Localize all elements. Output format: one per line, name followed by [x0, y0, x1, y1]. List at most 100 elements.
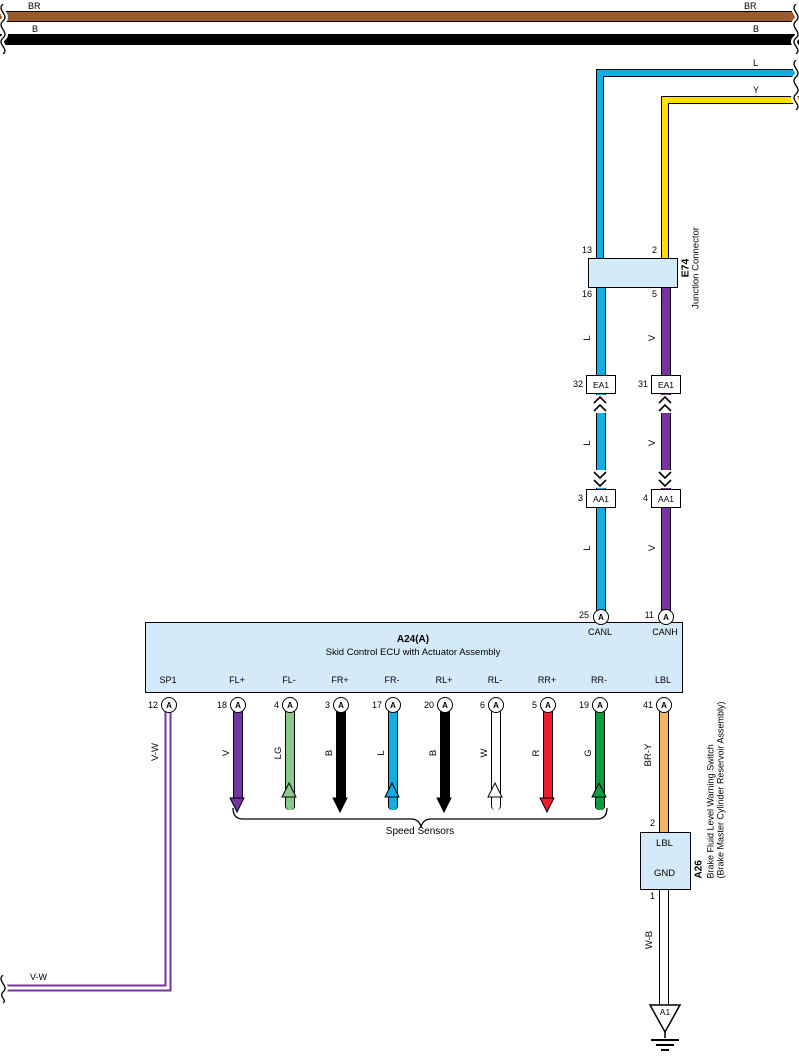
arrow-up-icon	[281, 782, 297, 798]
sensor-wire-rr-minus	[595, 711, 605, 810]
ecu-pin-4: 4	[273, 700, 279, 710]
connector-letter: A	[390, 700, 396, 710]
connector-letter: A	[598, 612, 604, 622]
ecu-rr-minus-label: RR-	[591, 675, 607, 685]
ecu-canl-label: CANL	[587, 627, 612, 637]
wire-break-mark	[791, 4, 799, 54]
canl-code-3: L	[581, 545, 593, 551]
wire-canl-trunk	[596, 286, 606, 622]
sensor-wire-fl-plus	[233, 711, 243, 800]
wire-wb-ground	[659, 888, 669, 1006]
arrow-up-icon	[487, 782, 503, 798]
arrow-down-icon	[436, 797, 452, 814]
feed-l-label: L	[753, 58, 759, 68]
e74-pin-5: 5	[651, 289, 657, 299]
connector-aa1-right: AA1	[651, 489, 681, 508]
aa1-left-id: AA1	[592, 493, 610, 504]
pin-connector: A	[656, 697, 672, 713]
wire-canh-trunk	[661, 286, 671, 622]
junction-connector-e74	[588, 258, 678, 288]
ecu-fr-plus-label: FR+	[331, 675, 349, 685]
ecu-pin-41: 41	[642, 700, 653, 710]
rr-plus-wire-code: R	[530, 749, 542, 757]
chevrons-up-icon	[657, 395, 673, 413]
ea1-left-pin: 32	[572, 379, 583, 389]
fl-minus-wire-code: LG	[272, 746, 284, 760]
connector-ea1-right: EA1	[651, 375, 681, 394]
wb-wire-code: W-B	[643, 930, 655, 950]
rl-minus-wire-code: W	[478, 748, 490, 758]
ecu-pin-11-connector: A	[658, 609, 674, 625]
connector-letter: A	[545, 700, 551, 710]
canh-code-2: V	[646, 439, 658, 447]
aa1-right-pin: 4	[642, 493, 648, 503]
canh-code-3: V	[646, 544, 658, 552]
sensor-wire-rl-plus	[440, 711, 450, 800]
arrow-down-icon	[229, 797, 245, 814]
wire-sp1-vw	[2, 711, 172, 992]
speed-sensors-label: Speed Sensors	[385, 826, 455, 837]
sensor-wire-rl-minus	[491, 711, 501, 810]
lbl-wire-code: BR-Y	[642, 743, 654, 767]
rr-minus-wire-code: G	[582, 749, 594, 757]
ecu-pin-3: 3	[324, 700, 330, 710]
e74-name: Junction Connector	[690, 227, 701, 309]
sensor-wire-fl-minus	[285, 711, 295, 810]
canl-code-1: L	[581, 335, 593, 341]
ecu-pin-18: 18	[216, 700, 227, 710]
pin-connector: A	[161, 697, 177, 713]
sensor-wire-fr-minus	[388, 711, 398, 810]
pin-connector: A	[488, 697, 504, 713]
e74-label-block: E74 Junction Connector	[680, 227, 702, 309]
pin-connector: A	[437, 697, 453, 713]
a26-pin-1: 1	[649, 891, 655, 901]
bus-brown-label-left: BR	[28, 1, 41, 11]
bus-wire-black	[0, 34, 799, 45]
ground-symbol	[648, 1004, 682, 1051]
ecu-pin-25-connector: A	[593, 609, 609, 625]
connector-ea1-left: EA1	[586, 375, 616, 394]
fr-minus-wire-code: L	[375, 750, 387, 756]
wire-lbl-bry	[659, 711, 669, 832]
arrow-down-icon	[539, 797, 555, 814]
bus-brown-label-right: BR	[744, 1, 757, 11]
pin-connector: A	[230, 697, 246, 713]
a26-pin-2: 2	[649, 818, 655, 828]
ea1-right-id: EA1	[657, 379, 675, 390]
connector-letter: A	[661, 700, 667, 710]
ecu-id: A24(A)	[396, 634, 430, 645]
ecu-pin-19: 19	[578, 700, 589, 710]
fr-plus-wire-code: B	[323, 749, 335, 757]
ecu-rl-plus-label: RL+	[435, 675, 453, 685]
ecu-canh-label: CANH	[652, 627, 678, 637]
chevrons-up-icon	[592, 395, 608, 413]
speed-sensors-brace	[232, 807, 608, 828]
wire-break-mark	[0, 4, 8, 54]
ecu-sp1-label: SP1	[159, 675, 177, 685]
pin-connector: A	[540, 697, 556, 713]
aa1-left-pin: 3	[577, 493, 583, 503]
sp1-wire-code-exit: V-W	[30, 972, 47, 982]
connector-letter: A	[338, 700, 344, 710]
connector-letter: A	[442, 700, 448, 710]
a26-name2: (Brake Master Cylinder Reservoir Assembl…	[715, 701, 726, 879]
chevrons-down-icon	[657, 470, 673, 488]
pin-connector: A	[385, 697, 401, 713]
ecu-rl-minus-label: RL-	[487, 675, 503, 685]
ecu-pin-11: 11	[644, 610, 654, 620]
ecu-pin-17: 17	[371, 700, 382, 710]
sp1-wire-code: V-W	[149, 743, 161, 761]
wire-can-l-feed	[596, 69, 799, 265]
pin-connector: A	[333, 697, 349, 713]
a26-terminal-gnd: GND	[653, 868, 676, 879]
a26-terminal-lbl: LBL	[656, 838, 673, 849]
wire-can-y-feed	[661, 96, 799, 268]
ecu-pin-25: 25	[578, 610, 589, 620]
a26-label-block: A26 Brake Fluid Level Warning Switch (Br…	[693, 701, 726, 879]
sensor-wire-fr-plus	[336, 711, 346, 800]
pin-connector: A	[282, 697, 298, 713]
e74-pin-2: 2	[651, 245, 657, 255]
fl-plus-wire-code: V	[220, 749, 232, 757]
canh-code-1: V	[646, 334, 658, 342]
arrow-up-icon	[591, 782, 607, 798]
